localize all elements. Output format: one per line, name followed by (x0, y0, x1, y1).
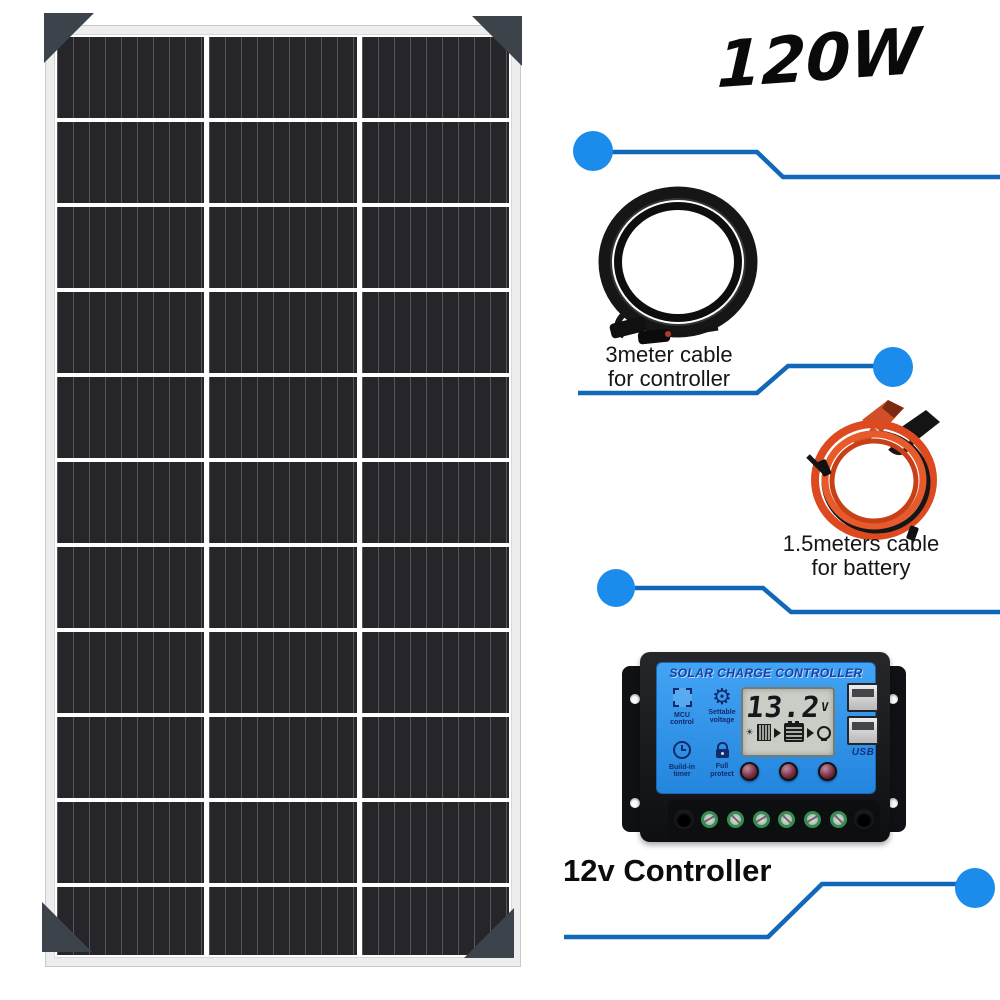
controller-cable-label-line1: 3meter cable (605, 342, 733, 367)
terminal-screw (804, 810, 822, 828)
feature-mcu: MCU control (663, 687, 701, 727)
solar-panel-cells (57, 37, 509, 955)
controller-cable-label: 3meter cable for controller (574, 343, 764, 391)
alligator-clip-red (862, 400, 904, 432)
terminal-block (668, 800, 880, 838)
terminal-screw (752, 810, 770, 828)
battery-cable-photo (806, 400, 940, 541)
panel-cell-column (57, 37, 205, 955)
callout-line-battery-cable (635, 585, 1000, 615)
controller-faceplate: SOLAR CHARGE CONTROLLER MCU control ⚙ Se… (656, 662, 879, 794)
battery-cable-label: 1.5meters cable for battery (776, 532, 946, 580)
callout-dot (597, 569, 635, 607)
lcd-flow-icons: ☀ (743, 721, 833, 742)
usb-port (847, 716, 879, 745)
terminal-hole (855, 811, 872, 827)
mounting-hole (888, 694, 898, 704)
mounting-hole (630, 694, 640, 704)
lcd-unit: V (820, 700, 831, 714)
callout-dot (955, 868, 995, 908)
feature-protect: Full protect (703, 740, 741, 779)
controller-caption: 12v Controller (563, 853, 772, 888)
arrow-right-icon (773, 727, 781, 738)
solar-panel-icon (756, 724, 771, 741)
terminal-screw (700, 810, 718, 828)
terminal-screw (726, 810, 744, 828)
battery-cable-label-line1: 1.5meters cable (782, 531, 940, 556)
terminal-screw (830, 810, 848, 828)
mounting-hole (888, 798, 898, 808)
terminal-screw (778, 810, 796, 828)
callout-line-top (612, 149, 1000, 180)
mc4-connector (609, 316, 647, 339)
mounting-hole (630, 798, 640, 808)
bulb-icon (816, 725, 831, 741)
controller-cable-photo (598, 186, 758, 345)
wattage-label: 120W (715, 14, 923, 104)
feature-timer: Build-in timer (663, 740, 701, 779)
terminal-hole (676, 811, 692, 827)
mcu-icon (670, 687, 694, 707)
arrow-right-icon (806, 727, 814, 738)
battery-icon (783, 721, 804, 742)
battery-cable-label-line2: for battery (811, 555, 911, 580)
callout-line-controller (564, 881, 958, 940)
callout-dot (573, 131, 613, 171)
lock-icon (710, 740, 734, 760)
controller-cable-label-line2: for controller (607, 366, 731, 391)
feature-grid: MCU control ⚙ Settable voltage Build-in … (663, 684, 741, 779)
controller-button (740, 762, 759, 781)
usb-port (847, 683, 879, 712)
panel-cell-column (361, 37, 509, 955)
panel-cell-column (209, 37, 357, 955)
lcd-value: 13.2V (744, 690, 831, 724)
alligator-clip-black (900, 410, 940, 444)
usb-ports (847, 683, 879, 745)
lcd-display: 13.2V ☀ (741, 687, 835, 757)
controller-button (818, 762, 837, 781)
usb-label: USB (851, 747, 875, 758)
button-row (740, 762, 837, 781)
gear-icon: ⚙ (712, 684, 732, 709)
controller-button (779, 762, 798, 781)
controller-title: SOLAR CHARGE CONTROLLER (669, 666, 863, 680)
clock-icon (670, 740, 694, 760)
charge-controller: SOLAR CHARGE CONTROLLER MCU control ⚙ Se… (622, 650, 906, 848)
feature-settable-voltage: ⚙ Settable voltage (708, 684, 736, 724)
solar-panel (46, 26, 520, 966)
callout-dot (873, 347, 913, 387)
sun-icon: ☀ (745, 727, 754, 737)
